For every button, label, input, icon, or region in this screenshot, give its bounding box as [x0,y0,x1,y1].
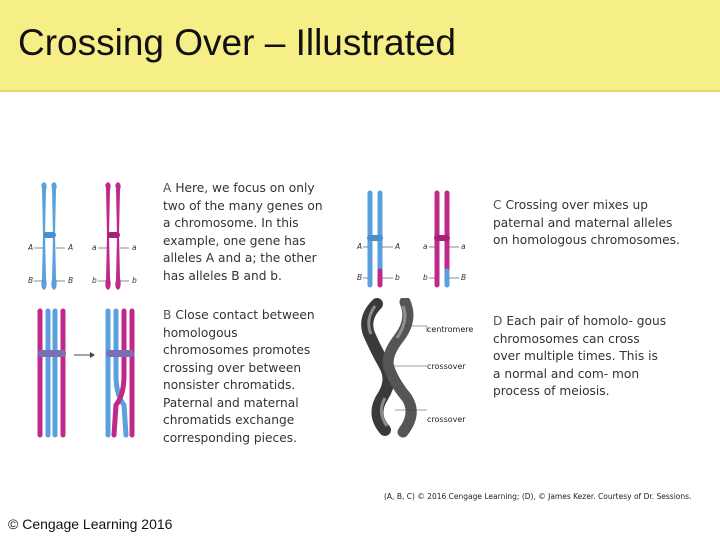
allele-label: A [67,243,73,252]
allele-label: a [423,242,428,251]
chromatid-exchange [105,308,135,438]
allele-label: a [461,242,466,251]
caption-b-text: Close contact between homologous chromos… [163,308,315,445]
maternal-recombined-chromosome [434,190,450,288]
title-bar: Crossing Over – Illustrated [0,0,720,92]
allele-label: b [395,273,400,282]
arrow [74,352,95,358]
panel-a-diagram: A A B B a a b b [28,182,137,290]
micrograph-chromosomes [361,298,417,438]
allele-label: a [92,243,97,252]
allele-label: B [357,273,362,282]
crossover-label: crossover [427,415,466,424]
allele-label: b [132,276,137,285]
caption-c-letter: C [493,198,502,212]
panel-c-diagram: A A B b a a b B [356,190,466,288]
allele-label: B [68,276,73,285]
allele-label: b [92,276,97,285]
allele-label: B [461,273,466,282]
caption-d-letter: D [493,314,503,328]
caption-a-text: Here, we focus on only two of the many g… [163,181,323,283]
allele-label: A [28,243,33,252]
crossover-label: crossover [427,362,466,371]
image-credit: (A, B, C) © 2016 Cengage Learning; (D), … [384,492,692,501]
allele-label: a [132,243,137,252]
centromere-label: centromere [427,325,473,334]
caption-c-text: Crossing over mixes up paternal and mate… [493,198,680,247]
allele-label: A [394,242,400,251]
paternal-chromosome [41,182,57,290]
slide-title: Crossing Over – Illustrated [18,22,457,63]
caption-a-letter: A [163,181,172,195]
allele-label: B [28,276,33,285]
chromosome-pair-contact [37,308,66,438]
allele-label: b [423,273,428,282]
paternal-recombined-chromosome [367,190,383,288]
maternal-chromosome [105,182,121,290]
caption-d-text: Each pair of homolo- gous chromosomes ca… [493,314,667,398]
caption-b-letter: B [163,308,172,322]
panel-d-micrograph: centromere crossover crossover [361,298,473,438]
copyright-notice: © Cengage Learning 2016 [8,516,173,532]
panel-b-diagram [37,308,135,438]
allele-label: A [356,242,362,251]
